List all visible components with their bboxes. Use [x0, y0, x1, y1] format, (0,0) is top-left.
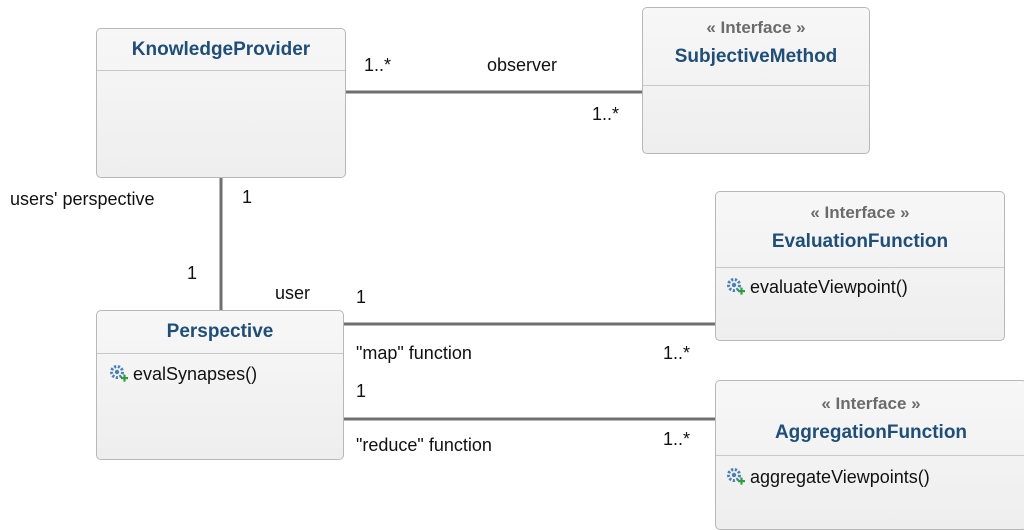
subjective-method-header: « Interface » SubjectiveMethod — [643, 8, 869, 86]
evaluation-function-interface[interactable]: « Interface » EvaluationFunction evaluat… — [715, 191, 1005, 341]
reduce-association-label: "reduce" function — [356, 435, 492, 455]
reduce-source-multiplicity: 1 — [356, 381, 367, 401]
perspective-header: Perspective — [97, 311, 343, 354]
interface-name: EvaluationFunction — [771, 231, 949, 252]
observer-association-label: observer — [487, 55, 558, 75]
interface-stereotype: « Interface » — [706, 18, 806, 37]
interface-name: AggregationFunction — [774, 422, 968, 443]
operation-label: evalSynapses() — [133, 364, 258, 384]
knowledge-provider-class[interactable]: KnowledgeProvider — [96, 28, 346, 178]
users-perspective-association-label: users' perspective — [10, 189, 155, 209]
users-perspective-source-multiplicity: 1 — [242, 187, 253, 207]
observer-source-multiplicity: 1..* — [364, 55, 392, 75]
knowledge-provider-header: KnowledgeProvider — [97, 29, 345, 71]
class-name: Perspective — [166, 321, 274, 342]
interface-stereotype: « Interface » — [821, 394, 921, 413]
interface-stereotype: « Interface » — [810, 203, 910, 222]
aggregation-function-header: « Interface » AggregationFunction — [716, 381, 1024, 456]
perspective-class[interactable]: Perspective evalSynapses() — [96, 310, 344, 460]
reduce-target-multiplicity: 1..* — [663, 429, 691, 449]
operation-label: aggregateViewpoints() — [750, 467, 930, 487]
map-target-multiplicity: 1..* — [663, 343, 691, 363]
map-association-label: "map" function — [356, 343, 472, 363]
evaluation-function-header: « Interface » EvaluationFunction — [716, 192, 1004, 268]
subjective-method-interface[interactable]: « Interface » SubjectiveMethod — [642, 7, 870, 154]
map-source-multiplicity: 1 — [356, 287, 367, 307]
interface-name: SubjectiveMethod — [674, 46, 838, 67]
gear-add-icon — [727, 278, 745, 295]
observer-target-multiplicity: 1..* — [592, 104, 620, 124]
gear-add-icon — [110, 365, 128, 382]
evaluate-viewpoint-operation[interactable]: evaluateViewpoint() — [726, 276, 908, 298]
aggregate-viewpoints-operation[interactable]: aggregateViewpoints() — [726, 466, 930, 488]
eval-synapses-operation[interactable]: evalSynapses() — [109, 363, 257, 385]
operation-label: evaluateViewpoint() — [750, 277, 908, 297]
aggregation-function-interface[interactable]: « Interface » AggregationFunction aggreg… — [715, 380, 1024, 530]
user-role-label: user — [275, 283, 311, 303]
class-name: KnowledgeProvider — [131, 39, 311, 60]
gear-add-icon — [727, 468, 745, 485]
users-perspective-target-multiplicity: 1 — [187, 263, 198, 283]
